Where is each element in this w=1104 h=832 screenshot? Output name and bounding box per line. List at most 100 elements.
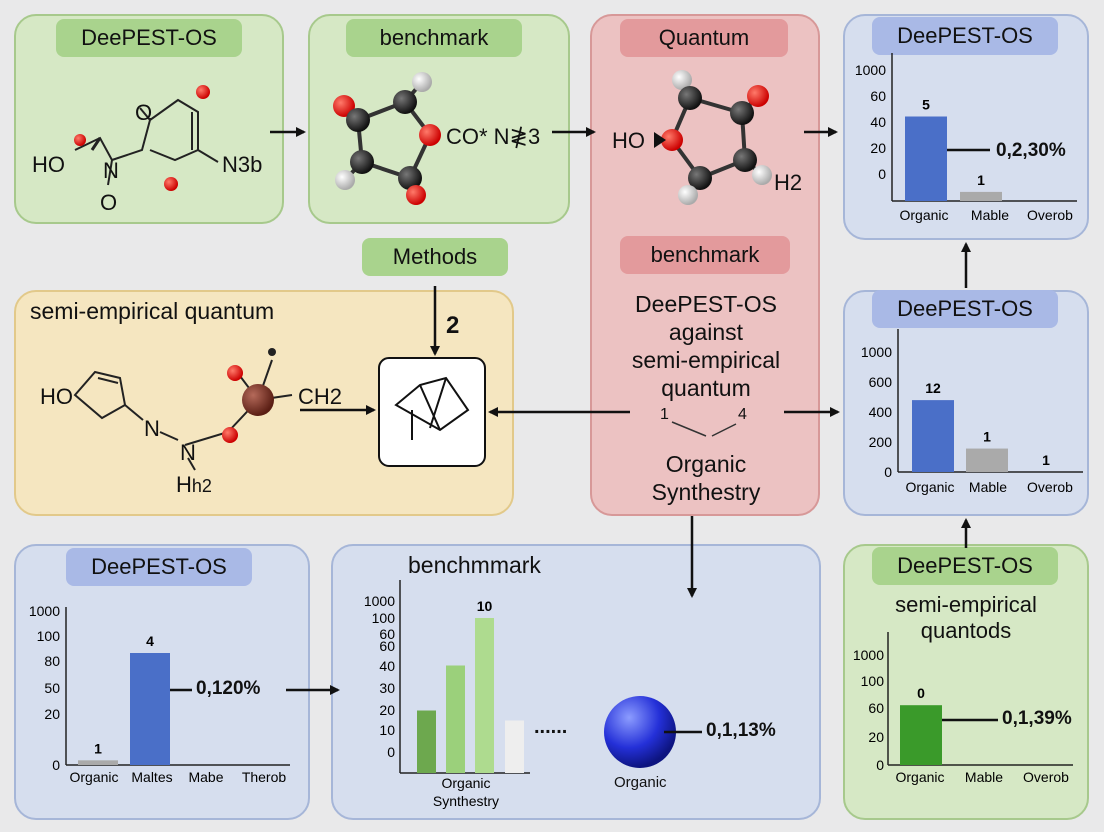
bottomLeft-ytick: 100 xyxy=(37,628,61,644)
bottomLeft-category: Maltes xyxy=(131,769,172,785)
center-num-1: 1 xyxy=(660,406,669,423)
topRight-bar xyxy=(960,191,1002,201)
bottomMid-ytick: 30 xyxy=(379,680,395,696)
bottomRight-ytick: 1000 xyxy=(853,647,884,663)
sphere-label: Organic xyxy=(614,774,667,791)
bottomLeft-data-label: 4 xyxy=(146,633,154,649)
topRight-category: Organic xyxy=(899,207,948,223)
bottomMid-ytick: 10 xyxy=(379,722,395,738)
bottomMid-ytick: 20 xyxy=(379,702,395,718)
midRight-category: Overob xyxy=(1027,479,1073,495)
midRight-data-label: 1 xyxy=(983,429,991,445)
bottomMid-ytick: 40 xyxy=(379,658,395,674)
midRight-data-label: 1 xyxy=(1042,452,1050,468)
midRight-bar xyxy=(966,448,1008,472)
organic-sphere xyxy=(604,696,676,768)
bottomRight-ytick: 100 xyxy=(861,673,885,689)
bottomLeft-ytick: 80 xyxy=(44,653,60,669)
tag-deepest-os-top-right: DeePEST-OS xyxy=(872,17,1058,55)
semi-empirical-title: semi-empirical quantum xyxy=(30,298,275,324)
bottomLeft-bar xyxy=(78,760,118,765)
tag-deepest-os: DeePEST-OS xyxy=(56,19,242,57)
bottomRight-bar xyxy=(900,705,942,765)
bottomRight-data-label: 0 xyxy=(917,685,925,701)
midRight-ytick: 600 xyxy=(869,374,893,390)
center-bottom-text: Organic Synthestry xyxy=(592,450,820,506)
label-h2-sub: h2 xyxy=(191,476,212,496)
bottomMid-ytick: 1000 xyxy=(364,593,395,609)
topRight-ytick: 60 xyxy=(870,88,886,104)
topRight-ytick: 20 xyxy=(870,140,886,156)
center-num-4: 4 xyxy=(738,406,747,423)
tag-deepest-os-bottom-left: DeePEST-OS xyxy=(66,548,252,586)
label-n: N xyxy=(103,158,119,183)
bottomRight-ytick: 20 xyxy=(868,729,884,745)
topRight-bar xyxy=(905,116,947,201)
label-n2-semi: N xyxy=(180,440,196,465)
pct-top-right: 0,2,30% xyxy=(996,140,1066,161)
bottomMid-bar xyxy=(505,720,524,773)
bottomLeft-ytick: 20 xyxy=(44,706,60,722)
bottomMid-ytick: 0 xyxy=(387,744,395,760)
bottomMid-data-label: 10 xyxy=(477,598,493,614)
bottomLeft-category: Therob xyxy=(242,769,287,785)
bottomLeft-category: Organic xyxy=(69,769,118,785)
bottomMid-bar xyxy=(475,618,494,773)
bottomMid-ytick: 60 xyxy=(379,638,395,654)
molecule-structure-1 xyxy=(74,98,219,186)
midRight-category: Mable xyxy=(969,479,1007,495)
topRight-data-label: 1 xyxy=(977,172,985,188)
center-description: DeePEST-OS against semi-empirical quantu… xyxy=(592,290,820,402)
bottomMid-bar xyxy=(446,665,465,773)
label-ho-semi: HO xyxy=(40,384,73,409)
bottomRight-ytick: 0 xyxy=(876,757,884,773)
label-ho-quantum: HO xyxy=(612,128,645,153)
topRight-category: Mable xyxy=(971,207,1009,223)
label-ho: HO xyxy=(32,152,65,177)
label-h-semi: Hh2 xyxy=(176,472,212,497)
bottomRight-category: Overob xyxy=(1023,769,1069,785)
pct-bottom-left: 0,120% xyxy=(196,678,261,699)
midRight-ytick: 200 xyxy=(869,434,893,450)
midRight-ytick: 400 xyxy=(869,404,893,420)
tag-methods: Methods xyxy=(362,238,508,276)
label-n3b: N3b xyxy=(222,152,263,177)
label-o-bottom: O xyxy=(100,190,118,215)
benchmmark-title: benchmmark xyxy=(408,552,541,578)
tag-benchmark: benchmark xyxy=(346,19,522,57)
tag-benchmark-center: benchmark xyxy=(620,236,790,274)
pct-bottom-right: 0,1,39% xyxy=(1002,708,1072,729)
center-line-against: against xyxy=(668,319,744,345)
bottomLeft-ytick: 0 xyxy=(52,757,60,773)
bottomLeft-category: Mabe xyxy=(188,769,223,785)
bottomMid-ytick: 100 xyxy=(372,610,396,626)
bottomMid-bar xyxy=(417,710,436,773)
bottom-right-subtitle: semi-empirical quantods xyxy=(845,592,1087,644)
bottomLeft-bar xyxy=(130,653,170,765)
bottomMid-xlabel: Organic xyxy=(441,775,490,791)
label-n1-semi: N xyxy=(144,416,160,441)
bottomMid-xlabel: Synthestry xyxy=(433,793,499,809)
tag-deepest-os-mid-right: DeePEST-OS xyxy=(872,290,1058,328)
center-line-synthestry: Synthestry xyxy=(651,479,761,505)
topRight-category: Overob xyxy=(1027,207,1073,223)
center-line-semi: semi-empirical xyxy=(631,347,781,373)
label-formula: CO* N≹3 xyxy=(446,124,541,149)
pct-bottom-mid: 0,1,13% xyxy=(706,720,776,741)
bottomLeft-ytick: 1000 xyxy=(29,603,60,619)
bottomRight-ytick: 60 xyxy=(868,700,884,716)
midRight-ytick: 1000 xyxy=(861,344,892,360)
panel-benchmmark xyxy=(331,544,821,820)
subtitle-line1: semi-empirical xyxy=(895,592,1037,617)
tag-deepest-os-bottom-right: DeePEST-OS xyxy=(872,547,1058,585)
label-ch2-semi: CH2 xyxy=(298,384,343,409)
midRight-bar xyxy=(912,400,954,472)
bottomLeft-data-label: 1 xyxy=(94,740,102,756)
midRight-ytick: 0 xyxy=(884,464,892,480)
topRight-ytick: 0 xyxy=(878,166,886,182)
bottomLeft-ytick: 50 xyxy=(44,680,60,696)
tag-quantum: Quantum xyxy=(620,19,788,57)
dots-separator: ...... xyxy=(534,716,568,738)
